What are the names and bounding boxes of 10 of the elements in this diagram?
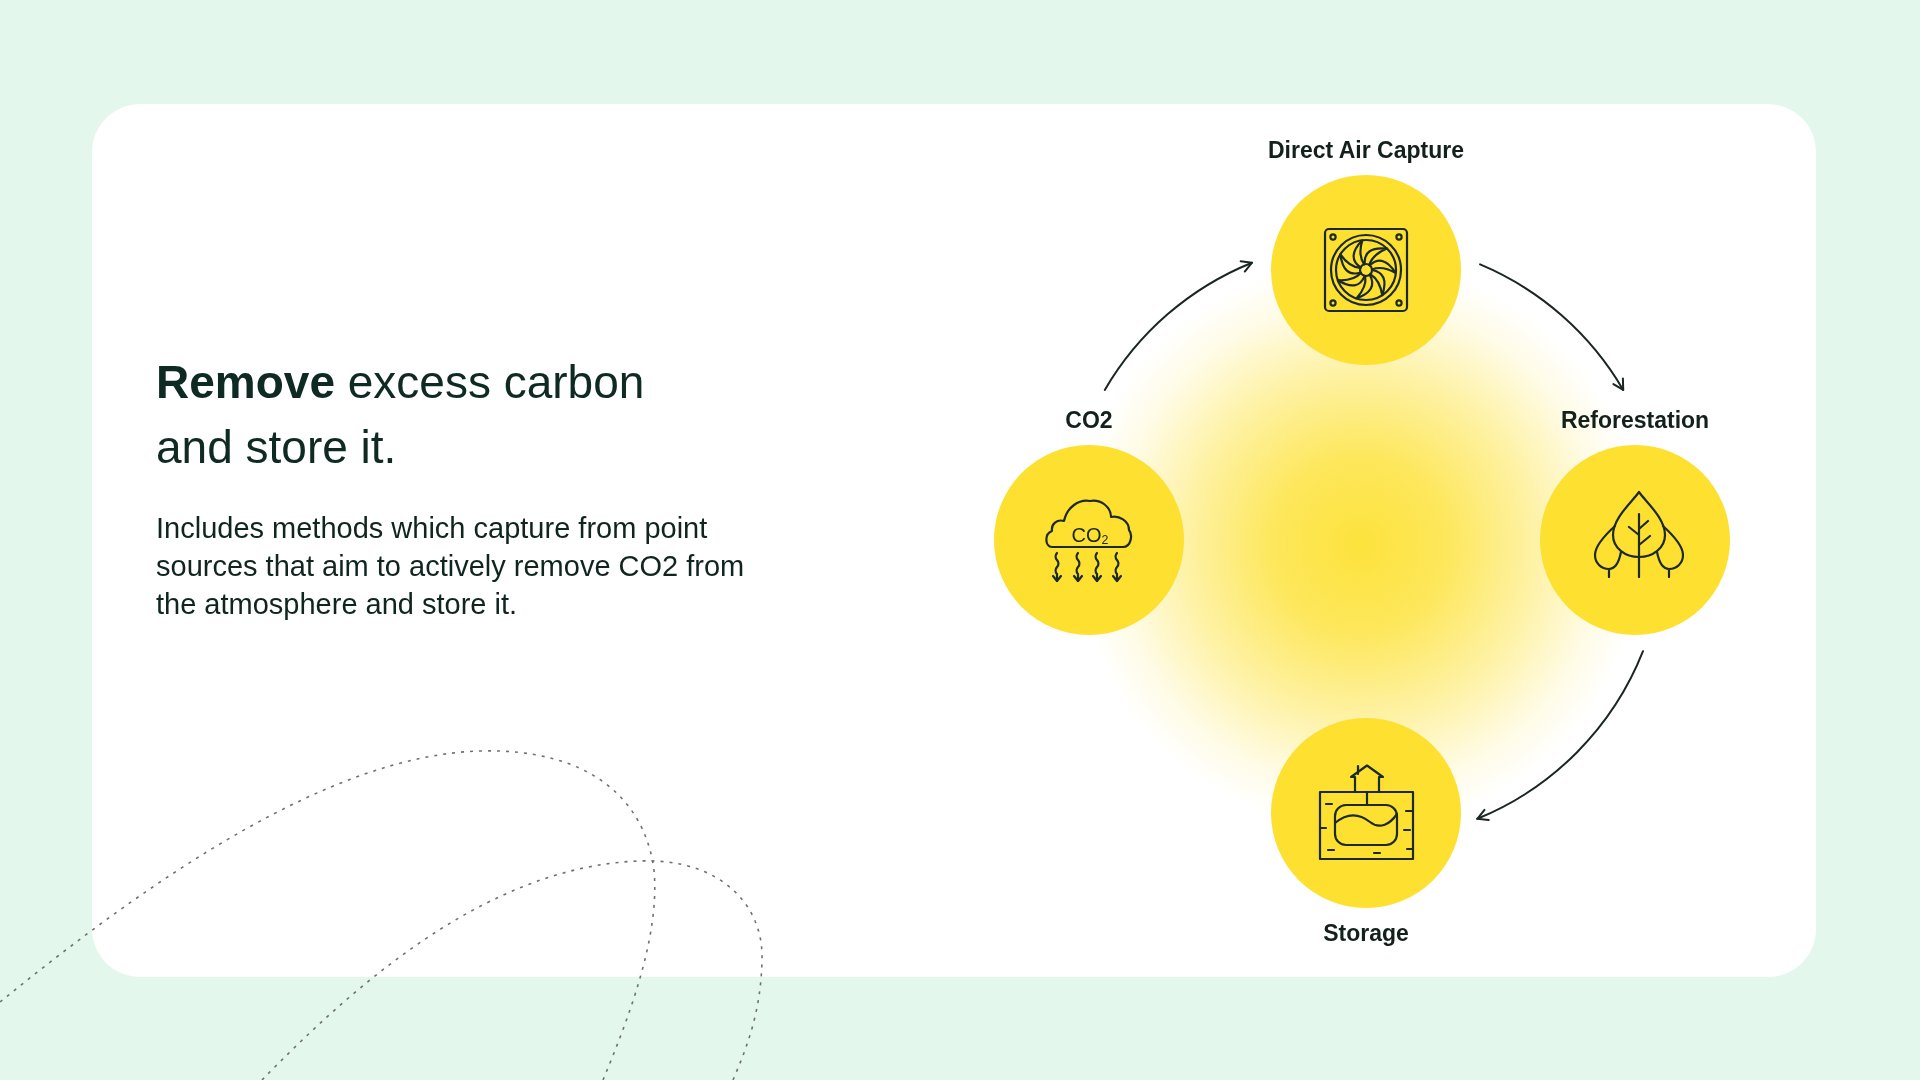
description: Includes methods which capture from point sources that aim to actively remove CO2 from the atmosphere and store it.	[156, 511, 746, 622]
arrow	[1479, 263, 1625, 391]
node-label: Reforestation	[1560, 406, 1710, 434]
formula-text: CO$_{2}$	[1071, 524, 1109, 546]
node-label: Direct Air Capture	[1268, 136, 1464, 164]
heading: Remove excess carbon and store it.	[156, 355, 646, 475]
node-label: Storage	[1323, 919, 1409, 947]
arrow	[1476, 650, 1644, 821]
arrow	[1103, 260, 1253, 391]
node-label: CO2	[1065, 406, 1113, 434]
